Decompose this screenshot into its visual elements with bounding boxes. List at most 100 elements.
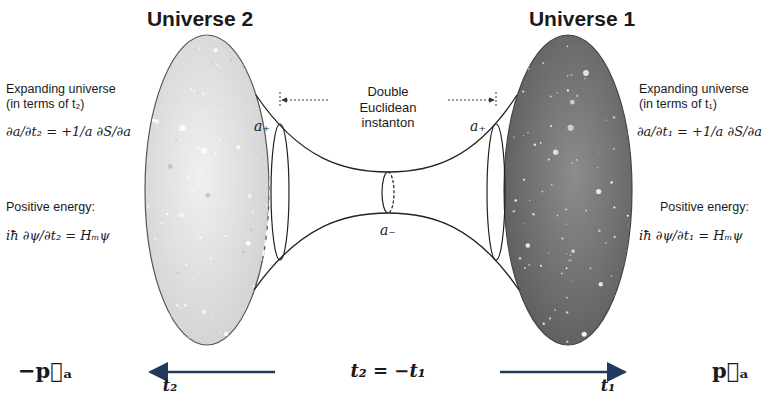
ring-a-plus [487,124,496,260]
star-dot [567,75,569,77]
star-dot [513,136,514,137]
star-dot [179,213,184,218]
star-dot [566,267,568,269]
star-dot [570,100,575,105]
star-dot [567,89,569,91]
star-dot [613,323,618,328]
universe-title: Universe 1 [529,6,635,31]
star-dot [171,315,173,317]
star-dot [527,67,530,70]
star-dot [177,272,179,274]
star-dot [585,210,587,212]
star-dot [195,190,196,191]
star-dot [528,264,530,266]
star-dot [571,259,572,260]
star-dot [614,319,615,320]
star-dot [540,265,542,267]
star-dot [182,248,183,249]
star-dot [628,263,631,266]
star-dot [526,63,527,64]
time-relation: t₂ = −t₁ [351,360,426,382]
star-dot [541,191,543,193]
star-dot [230,59,232,61]
star-dot [549,317,551,319]
star-dot [514,199,516,201]
star-dot [629,47,631,49]
star-dot [190,88,192,90]
equation: ∂a/∂t₂ = +1/a ∂S/∂a [6,124,131,140]
star-dot [523,135,524,136]
time-label: t₁ [601,376,615,395]
star-dot [213,142,214,143]
momentum-label: −p⃗ₐ [18,358,73,383]
universe-1-ellipse [504,35,632,345]
star-dot [151,160,152,161]
star-dot [219,140,221,142]
star-dot [166,213,168,215]
star-dot [567,46,569,48]
star-dot [184,304,186,306]
star-dot [582,332,587,337]
dotted-tick [496,92,497,108]
ring-a-plus [496,124,505,260]
star-dot [161,222,163,224]
equation: iħ ∂ψ/∂t₁ = Hₘψ [639,228,743,244]
star-dot [185,264,187,266]
star-dot [168,164,173,169]
star-dot [154,265,155,266]
star-dot [240,45,246,51]
star-dot [504,277,506,279]
star-dot [513,67,515,69]
ring-a-plus [271,124,280,260]
star-dot [605,120,606,121]
star-dot [620,287,621,288]
star-dot [157,338,163,344]
star-dot [628,225,629,226]
star-dot [261,54,263,56]
star-dot [225,235,227,237]
star-dot [614,236,616,238]
radius-label: a₋ [380,222,396,239]
star-dot [159,329,160,330]
star-dot [262,158,263,159]
star-dot [184,337,190,343]
star-dot [149,325,151,327]
star-dot [583,70,589,76]
star-dot [201,147,207,153]
star-dot [576,95,579,98]
star-dot [248,194,252,198]
star-dot [211,318,212,319]
star-dot [549,37,551,39]
star-dot [241,250,243,252]
star-dot [566,224,567,225]
star-dot [213,48,217,52]
instanton-label: Double Euclidean instanton [349,84,427,131]
star-field [144,35,267,344]
star-dot [178,130,180,132]
star-dot [197,147,199,149]
star-dot [199,48,201,50]
star-dot [202,92,204,94]
star-dot [203,182,205,184]
star-dot [222,219,223,220]
star-dot [600,52,601,53]
star-dot [145,67,150,72]
star-dot [508,51,509,52]
dotted-tick [280,92,281,108]
dotted-pointer [448,100,494,101]
star-dot [614,295,616,297]
star-dot [553,150,558,155]
star-dot [571,74,573,76]
star-dot [196,92,198,94]
star-dot [179,125,185,131]
star-dot [627,215,629,217]
star-dot [193,45,194,46]
star-dot [570,255,571,256]
star-dot [246,241,251,246]
star-dot [613,116,615,118]
star-dot [540,142,542,144]
star-dot [192,279,194,281]
star-dot [570,279,571,280]
neck-ring-back [388,172,394,213]
